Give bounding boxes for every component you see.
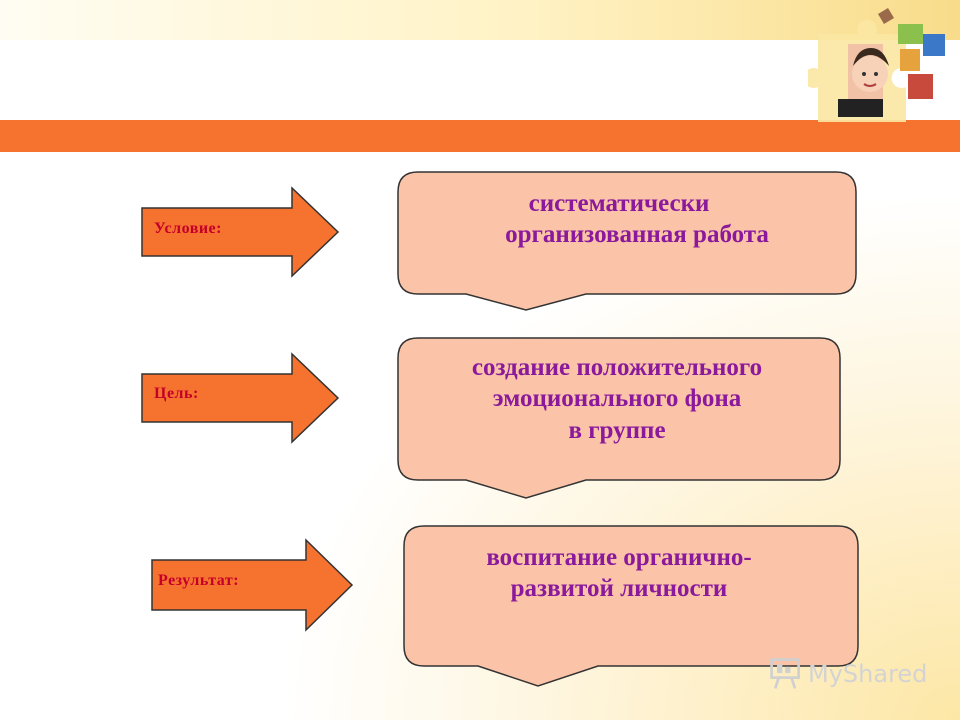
label-result: Результат: — [158, 572, 240, 589]
label-condition: Условие: — [154, 220, 222, 237]
puzzle-decoration-image — [808, 8, 945, 122]
callout-line: систематически — [528, 190, 710, 217]
callout-condition — [397, 171, 857, 311]
callout-text-result: воспитание органично- развитой личности — [402, 542, 860, 605]
label-goal: Цель: — [154, 385, 199, 402]
callout-line: организованная работа — [505, 221, 769, 249]
arrow-shape-goal — [141, 352, 340, 444]
watermark-text: MyShared — [808, 660, 928, 688]
orange-header-bar — [0, 120, 960, 152]
top-band — [0, 0, 960, 40]
callout-line: развитой личности — [510, 575, 728, 603]
callout-line: в группе — [568, 416, 666, 444]
callout-line: эмоционального фона — [492, 385, 742, 413]
arrow-shape-condition — [141, 186, 340, 278]
callout-result — [403, 525, 859, 687]
callout-goal — [397, 337, 841, 499]
callout-text-goal: создание положительного эмоционального ф… — [396, 352, 842, 446]
callout-line: воспитание органично- — [486, 544, 752, 571]
callout-text-condition: систематически организованная работа — [396, 188, 858, 251]
presentation-icon — [770, 658, 800, 689]
callout-line: создание положительного — [471, 354, 763, 381]
arrow-shape-result — [151, 538, 354, 632]
